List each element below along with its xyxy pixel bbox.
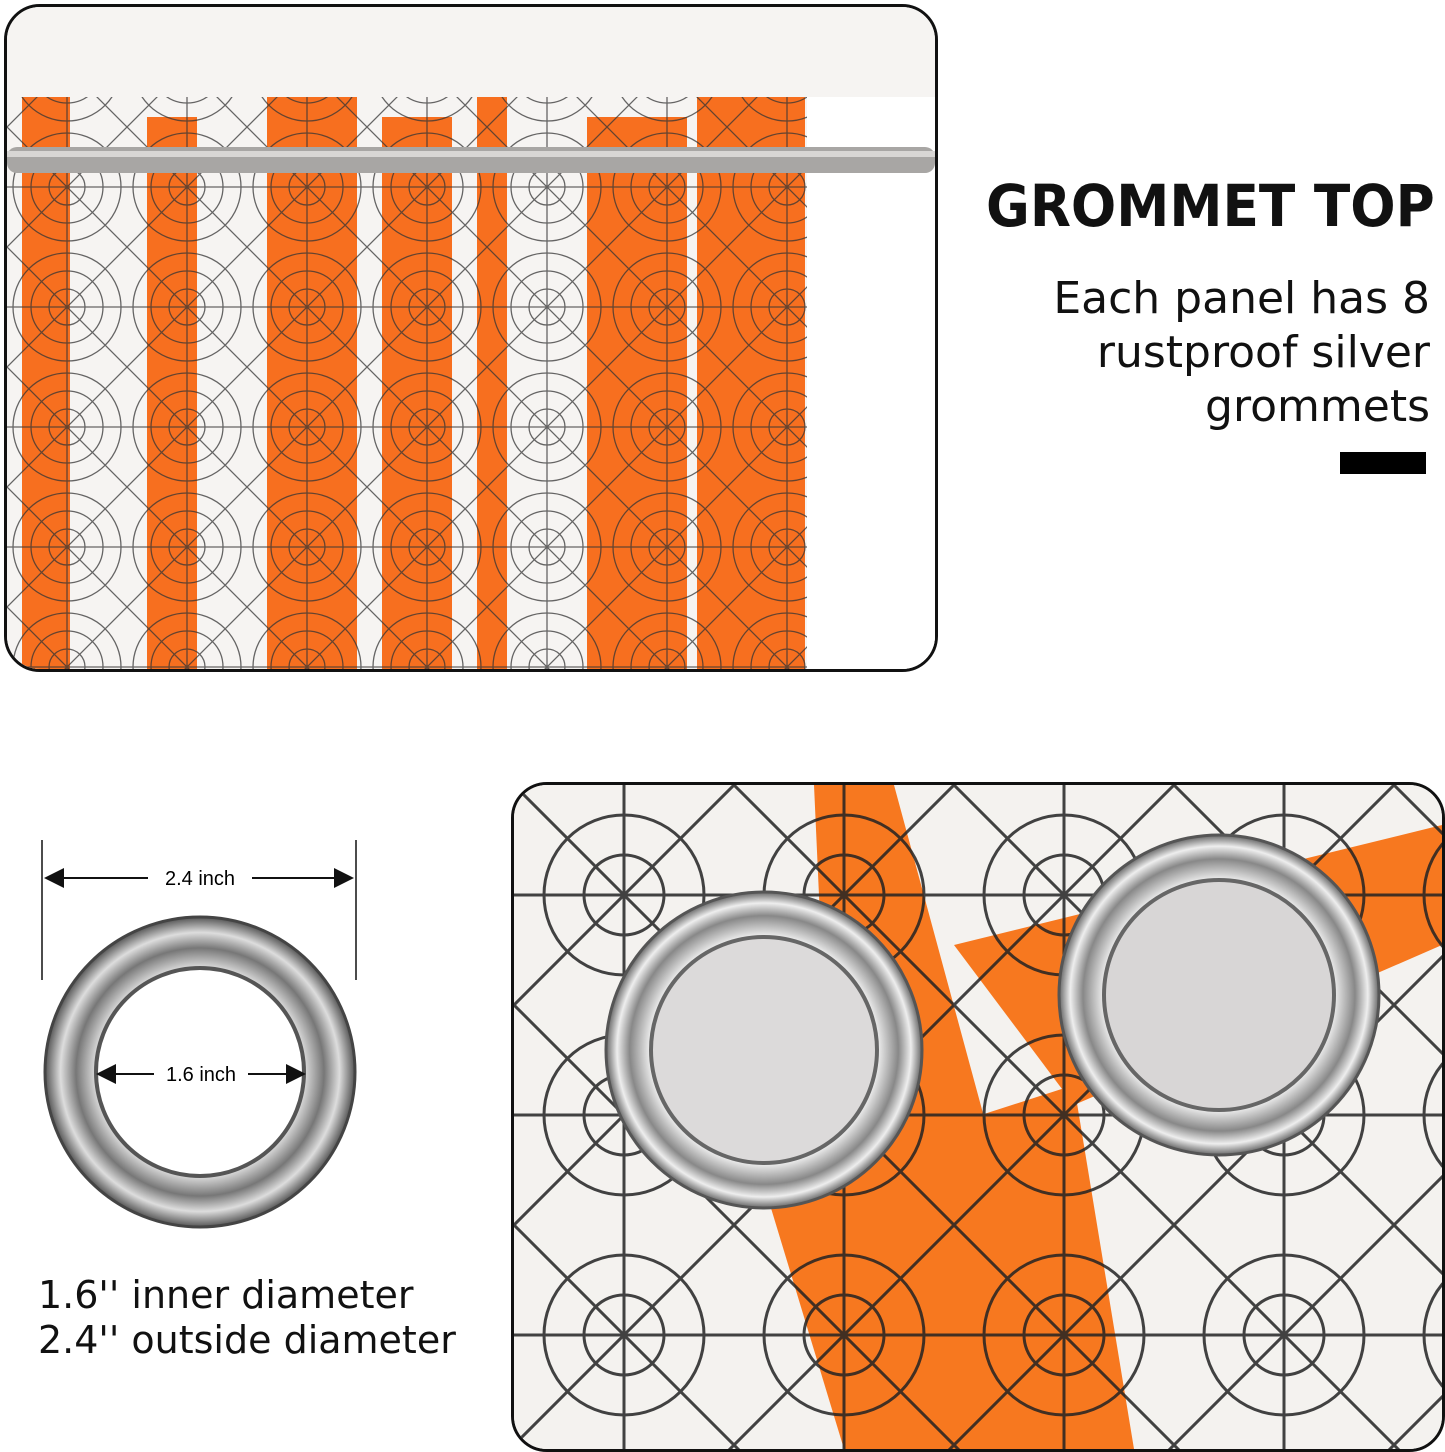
spec-outer: 2.4'' outside diameter (38, 1318, 456, 1362)
closeup-illustration (514, 785, 1442, 1449)
description-line: rustproof silver (1096, 327, 1430, 378)
description-line: grommets (1205, 381, 1430, 432)
inner-diameter-label: 1.6 inch (166, 1064, 236, 1086)
description-line: Each panel has 8 (1053, 273, 1430, 324)
curtain-illustration (7, 7, 935, 669)
grommet-closeup-photo (511, 782, 1445, 1452)
outer-diameter-label: 2.4 inch (165, 868, 235, 890)
spec-inner: 1.6'' inner diameter (38, 1273, 414, 1317)
heading: GROMMET TOP (986, 172, 1435, 240)
divider-bar (1340, 452, 1426, 474)
curtain-photo-top (4, 4, 938, 672)
description: Each panel has 8 rustproof silver gromme… (1053, 272, 1430, 434)
grommet-diagram: 2.4 inch 1.6 inch (41, 840, 357, 1229)
